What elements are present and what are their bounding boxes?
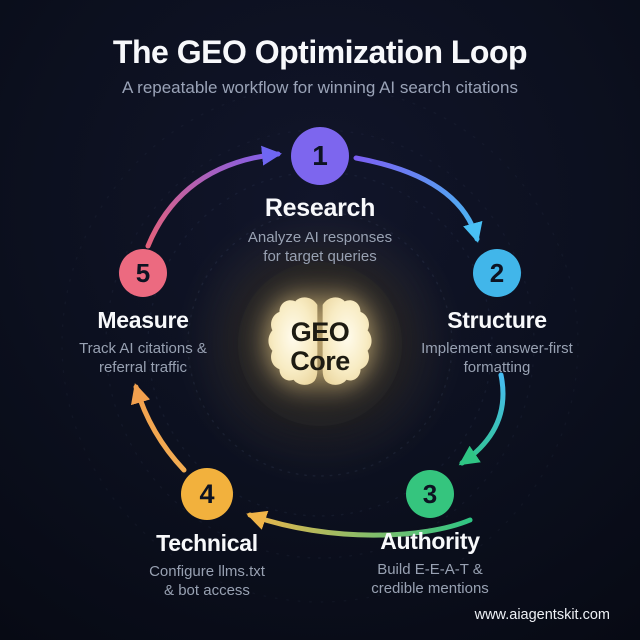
step-number: 3 xyxy=(422,478,438,509)
step-research: 1 Research Analyze AI responses for targ… xyxy=(205,127,435,266)
arrow-4-to-5 xyxy=(130,383,187,473)
brain-icon xyxy=(268,292,372,390)
step-number: 1 xyxy=(312,140,328,171)
website-url: www.aiagentskit.com xyxy=(474,607,610,623)
step-description: Implement answer-first formatting xyxy=(421,340,573,376)
step-label: Research xyxy=(264,194,376,222)
step-description: Configure llms.txt & bot access xyxy=(149,563,265,599)
step-label: Authority xyxy=(380,528,480,554)
step-number-badge: 2 xyxy=(473,249,521,297)
step-number: 2 xyxy=(489,257,505,288)
arrow-1-to-2 xyxy=(353,155,483,243)
step-number: 5 xyxy=(135,257,151,288)
page-title: The GEO Optimization Loop xyxy=(112,34,528,70)
step-description: Analyze AI responses for target queries xyxy=(247,229,393,265)
core-label-line2: Core xyxy=(290,346,350,376)
core-label-line1: GEO xyxy=(290,317,350,347)
step-structure: 2 Structure Implement answer-first forma… xyxy=(382,249,612,377)
arrow-5-to-1 xyxy=(145,145,282,249)
step-description: Track AI citations & referral traffic xyxy=(79,340,207,376)
step-number-badge: 3 xyxy=(406,470,454,518)
step-description: Build E-E-A-T & credible mentions xyxy=(371,561,489,597)
arrow-3-to-4 xyxy=(246,510,473,538)
arrow-2-to-3 xyxy=(458,372,506,466)
core-circle xyxy=(238,262,402,426)
step-number: 4 xyxy=(199,478,215,509)
step-label: Technical xyxy=(156,530,258,556)
step-number-badge: 1 xyxy=(291,127,349,185)
step-measure: 5 Measure Track AI citations & referral … xyxy=(33,249,253,377)
step-label: Measure xyxy=(97,307,189,333)
step-number-badge: 4 xyxy=(181,468,233,520)
step-number-badge: 5 xyxy=(119,249,167,297)
core-label: GEO Core xyxy=(250,318,390,376)
step-label: Structure xyxy=(447,307,547,333)
page-subtitle: A repeatable workflow for winning AI sea… xyxy=(122,78,518,97)
step-authority: 3 Authority Build E-E-A-T & credible men… xyxy=(320,470,540,598)
step-technical: 4 Technical Configure llms.txt & bot acc… xyxy=(97,468,317,600)
